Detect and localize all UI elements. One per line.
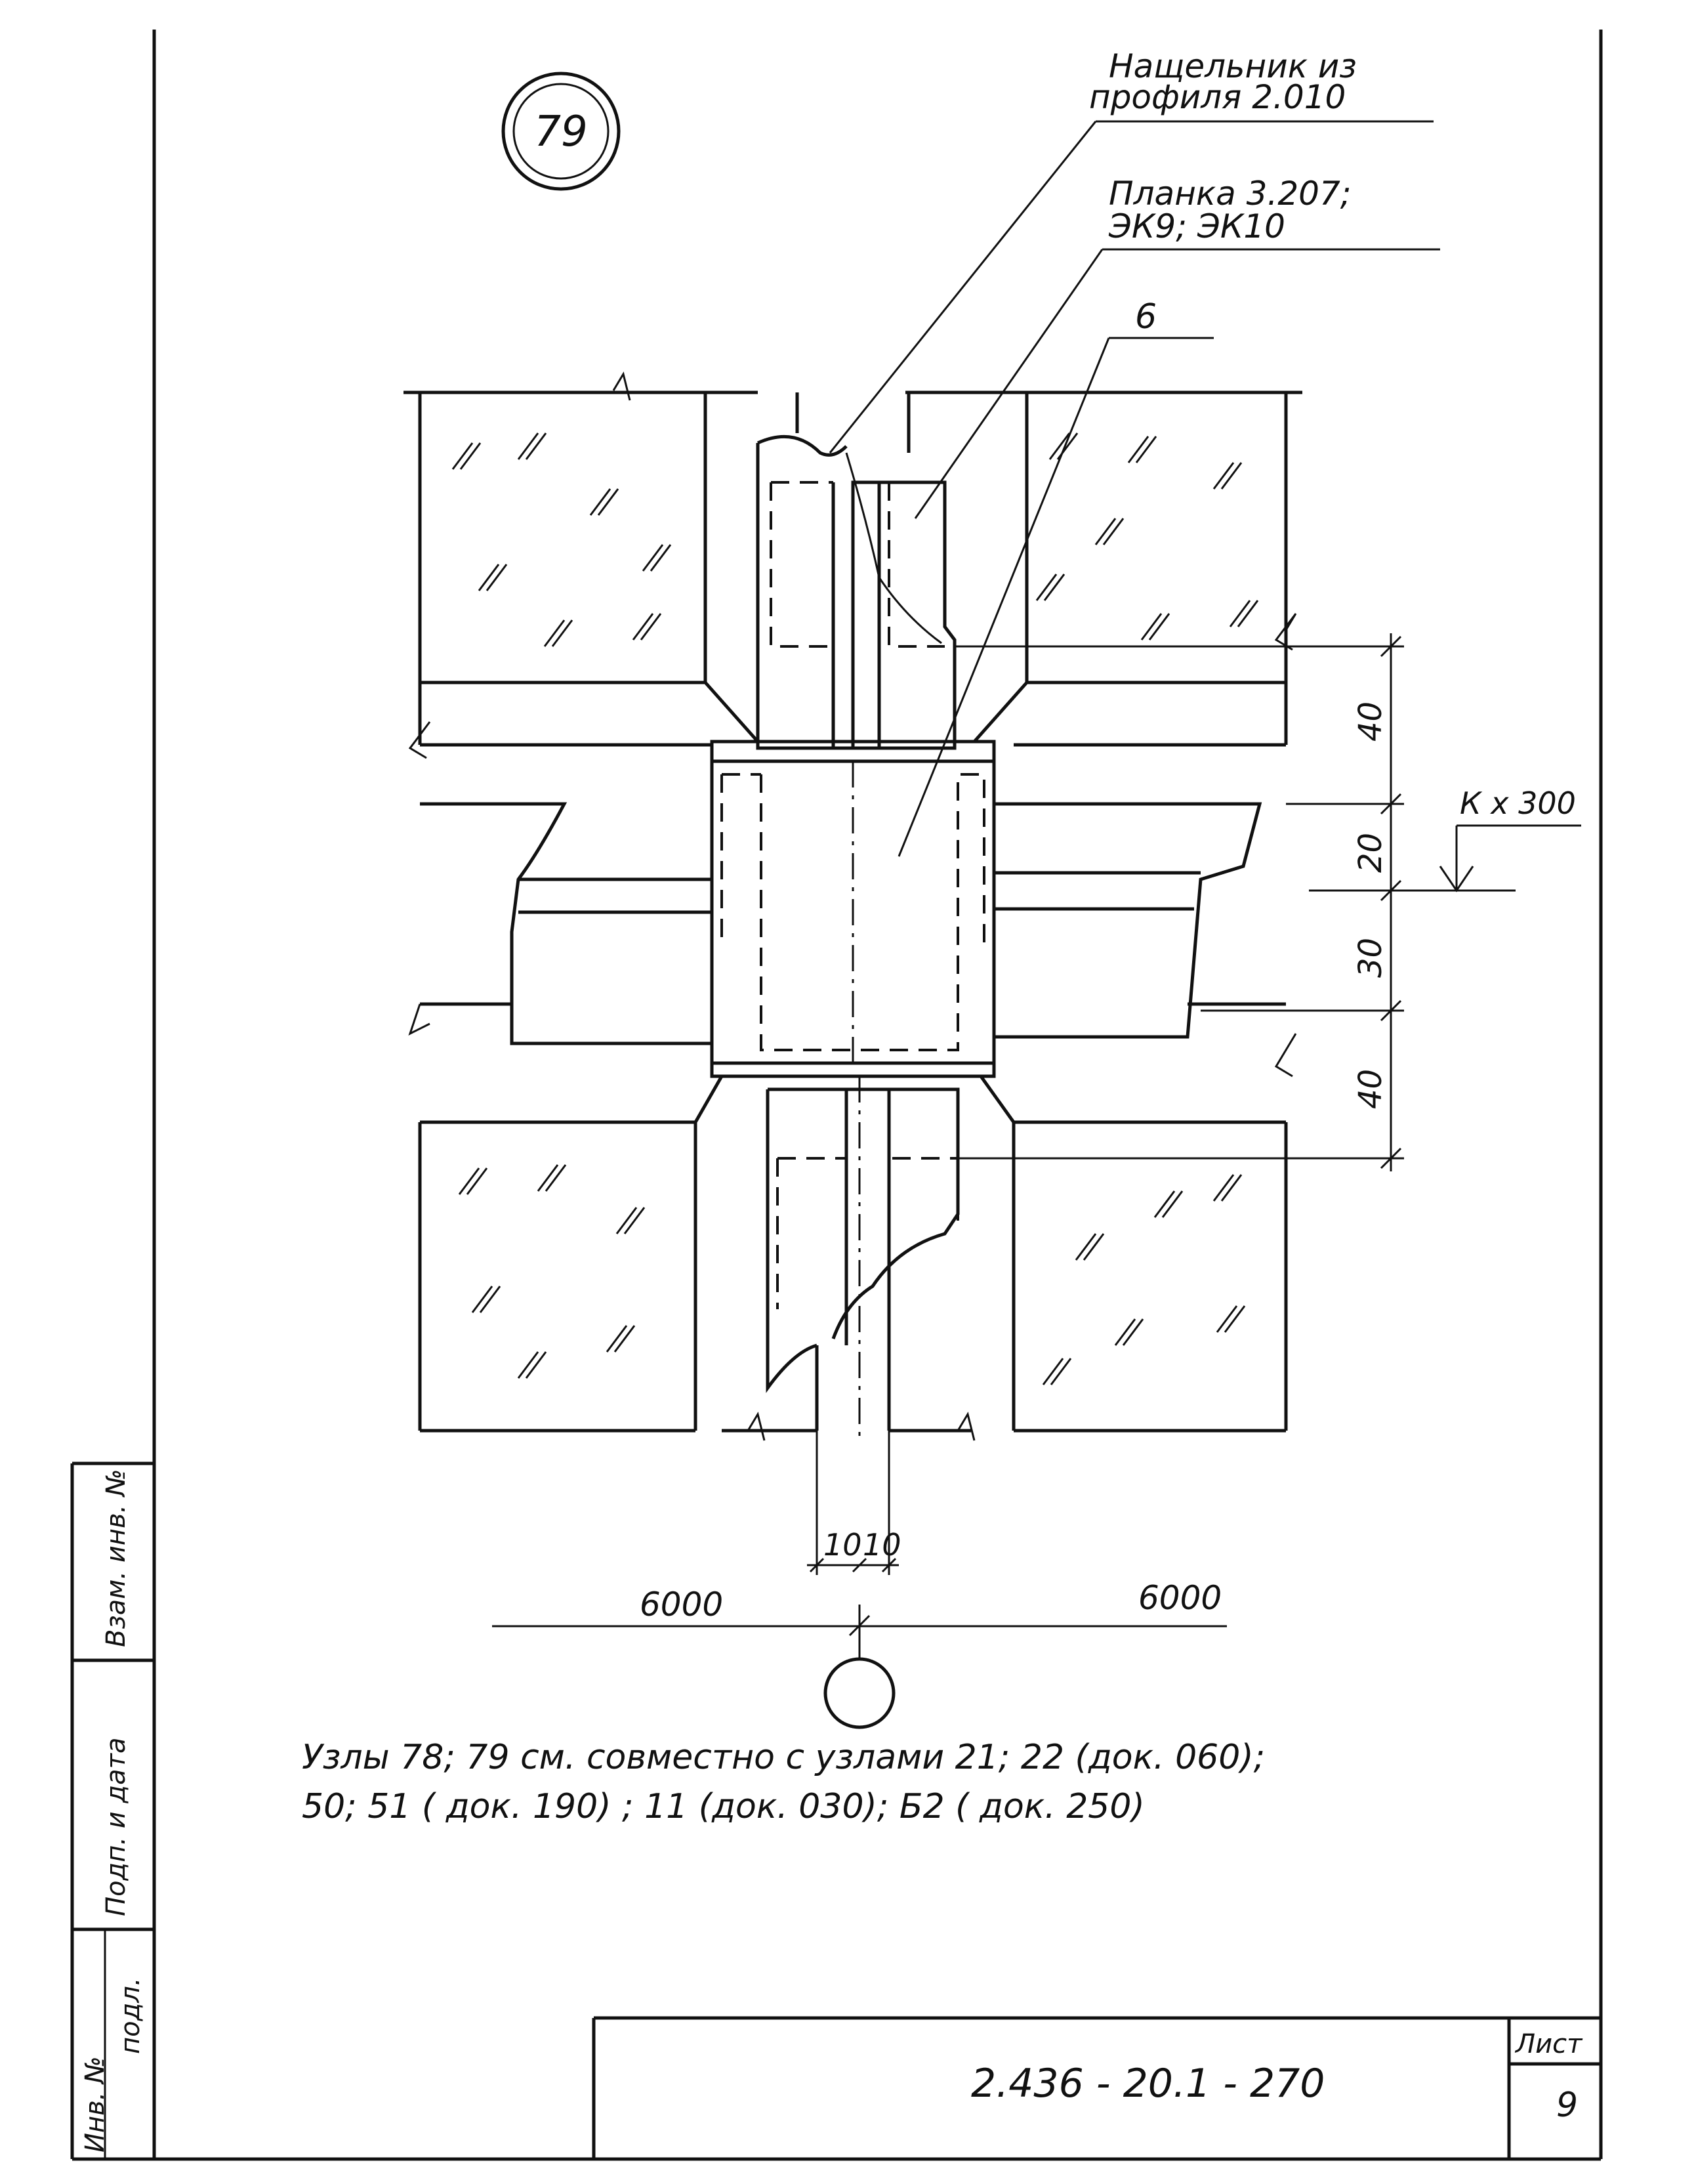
callouts: Нащельник из профиля 2.010 Планка 3.207;… <box>829 47 1440 857</box>
node-number: 79 <box>534 108 587 156</box>
sheet-frame <box>152 30 1603 2161</box>
upper-casing <box>756 434 957 750</box>
mullion-section <box>408 802 1297 1078</box>
lower-glazing <box>418 1075 1288 1441</box>
lower-casing <box>766 1076 960 1444</box>
central-box <box>710 740 996 1078</box>
callout-casing-line2: профиля 2.010 <box>1089 78 1346 116</box>
drawing-code: 2.436 - 20.1 - 270 <box>971 2061 1325 2107</box>
side-stamp-cell2: подл. <box>115 1977 146 2054</box>
anchor-label: К х 300 <box>1460 786 1576 821</box>
side-stamp: Инв. № подл. Подп. и дата Взам. инв. № <box>70 1461 154 2161</box>
dim-vertical-1: 40 <box>1352 702 1389 742</box>
title-block: 2.436 - 20.1 - 270 Лист 9 <box>592 2016 1601 2159</box>
note-line1: Узлы 78; 79 см. совместно с узлами 21; 2… <box>302 1738 1265 1777</box>
side-stamp-cell1: Инв. № <box>80 2056 110 2152</box>
dim-vertical-3: 30 <box>1352 938 1389 978</box>
dim-gap-right: 10 <box>863 1527 901 1563</box>
dim-vertical-4: 40 <box>1352 1069 1389 1109</box>
callout-plank-line1: Планка 3.207; <box>1109 175 1352 213</box>
dim-span-left: 6000 <box>640 1586 723 1624</box>
upper-glazing <box>403 371 1302 759</box>
side-stamp-cell3: Подп. и дата <box>101 1738 131 1916</box>
horizontal-dimensions: 10 10 6000 6000 <box>492 1431 1227 1729</box>
node-number-marker: 79 <box>501 72 621 191</box>
axis-marker <box>823 1657 896 1729</box>
dim-vertical-2: 20 <box>1352 833 1389 873</box>
vertical-dimensions: 40 20 30 40 К х 300 <box>955 633 1581 1171</box>
glass-hatch-lower <box>458 1164 1246 1385</box>
callout-casing-line1: Нащельник из <box>1109 47 1357 85</box>
general-note: Узлы 78; 79 см. совместно с узлами 21; 2… <box>302 1738 1265 1826</box>
sheet-label: Лист <box>1514 2029 1583 2059</box>
callout-item: 6 <box>1135 297 1157 337</box>
dim-span-right: 6000 <box>1138 1579 1222 1617</box>
note-line2: 50; 51 ( док. 190) ; 11 (док. 030); Б2 (… <box>302 1787 1145 1826</box>
callout-plank-line2: ЭК9; ЭК10 <box>1108 207 1285 245</box>
sheet-number: 9 <box>1556 2086 1578 2125</box>
dim-gap-left: 10 <box>823 1527 862 1563</box>
glass-hatch-upper <box>451 432 1259 647</box>
side-stamp-cell4: Взам. инв. № <box>101 1469 131 1647</box>
